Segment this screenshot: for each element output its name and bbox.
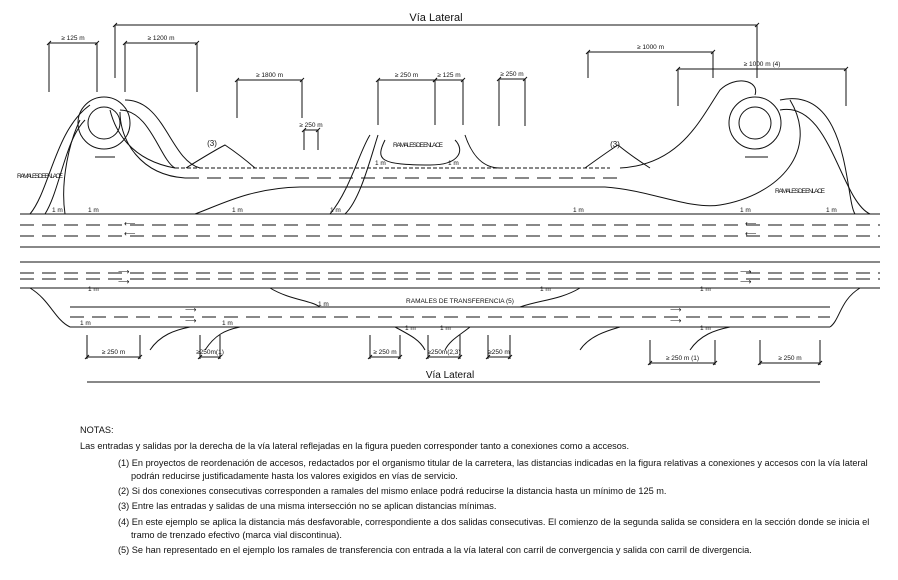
svg-text:⟶: ⟶ [740,267,752,276]
offset-label: 1 m [700,286,711,293]
bottom-dimension: ≥250m(2,3) [425,335,463,360]
offset-label: 1 m [330,207,341,214]
dimension-label: ≥ 250 m [299,122,322,129]
dimension-label: ≥250m(1) [196,349,224,356]
svg-text:⟶: ⟶ [185,316,197,325]
note-ref-3: (3) [610,140,620,149]
ramales-transferencia-label: RAMALES DE TRANSFERENCIA (5) [406,298,514,305]
dimension-label: ≥ 250 m [395,72,418,79]
dimension-label: ≥ 250 m [102,349,125,356]
top-dimension: ≥ 250 m [299,122,323,150]
dimension-label: ≥ 125 m [61,35,84,42]
bottom-dimension: ≥ 250 m (1) [647,340,718,366]
top-dimension: ≥ 1200 m [122,35,200,92]
offset-label: 1 m [52,207,63,214]
note-item: (3) Entre las entradas y salidas de una … [118,501,497,512]
dimension-label: ≥ 250 m (1) [666,355,699,362]
offset-label: 1 m [700,325,711,332]
notes-intro: Las entradas y salidas por la derecha de… [80,441,630,452]
bottom-dimensions: ≥ 250 m ≥250m(1) ≥ 250 m ≥250m(2,3) ≥250 m ≥ … [84,335,823,366]
note-ref-3: (3) [207,139,217,148]
offset-label: 1 m [222,320,233,327]
top-dimension: ≥ 125 m [46,35,100,92]
right-interchange [728,96,871,215]
road-layout-diagram: Vía Lateral ≥ 125 m ≥ 1200 m ≥ 1800 m ≥ 250… [17,12,880,383]
offset-label: 1 m [540,286,551,293]
top-dimension: ≥ 1000 m (4) [675,61,849,106]
offset-label: 1 m [826,207,837,214]
offset-label: 1 m [88,286,99,293]
offset-label: 1 m [448,160,459,167]
bottom-via-lateral-dimension: Vía Lateral [87,370,820,383]
dimension-label: ≥ 1800 m [256,72,283,79]
note-item: (5) Se han representado en el ejemplo lo… [118,545,752,556]
top-dimension: ≥ 250 m [496,71,528,126]
svg-text:⟶: ⟶ [185,305,197,314]
svg-text:⟵: ⟵ [745,229,757,238]
left-interchange [29,96,201,215]
offset-label: 1 m [232,207,243,214]
svg-text:⟶: ⟶ [670,305,682,314]
svg-text:⟵: ⟵ [124,229,136,238]
top-via-lateral-dimension: Vía Lateral [112,12,760,78]
offset-label: 1 m [440,325,451,332]
lower-lateral-road: ⟶ ⟶ ⟶ ⟶ RAMALES DE TRANSFERENCIA (5) [29,287,861,351]
ramales-enlace-label-left: RAMALES DE ENLACE [17,173,64,180]
top-dimension: ≥ 250 m [375,72,438,125]
dimension-label: ≥ 250 m [500,71,523,78]
offset-label: 1 m [80,320,91,327]
offset-label: 1 m [740,207,751,214]
svg-text:⟵: ⟵ [124,219,136,228]
dimension-label: ≥ 125 m [437,72,460,79]
main-carriageway: ⟵ ⟵ ⟵ ⟵ ⟶ ⟶ ⟶ ⟶ [20,213,880,289]
center-interchange [329,134,501,215]
dimension-label: ≥ 1000 m (4) [744,61,781,68]
bottom-via-lateral-label: Vía Lateral [426,370,474,381]
note-item: (4) En este ejemplo se aplica la distanc… [118,516,870,541]
svg-text:⟵: ⟵ [745,219,757,228]
top-dimension: ≥ 125 m [432,72,466,125]
top-via-lateral-label: Vía Lateral [409,12,462,24]
offset-label: 1 m [88,207,99,214]
bottom-dimension: ≥ 250 m [367,335,403,360]
ramales-enlace-label-right: RAMALES DE ENLACE [775,188,826,195]
dimension-label: ≥250 m [488,349,510,356]
svg-text:⟶: ⟶ [670,316,682,325]
svg-text:⟶: ⟶ [118,267,130,276]
ramales-enlace-label-center: RAMALES DE ENLACE [393,142,444,149]
bottom-dimension: ≥250m(1) [196,335,224,360]
upper-lateral-road: (3) (3) [109,80,801,215]
note-item: (2) Si dos conexiones consecutivas corre… [118,486,667,497]
notes-title: NOTAS: [80,425,114,435]
bottom-dimension: ≥250 m [485,335,513,360]
svg-text:⟶: ⟶ [740,277,752,286]
offset-label: 1 m [405,325,416,332]
offset-label: 1 m [318,301,329,308]
top-dimension: ≥ 1800 m [234,72,305,118]
note-item: (1) En proyectos de reordenación de acce… [118,457,868,481]
offset-labels: 1 m 1 m 1 m 1 m 1 m 1 m 1 m 1 m 1 m 1 m 1 m 1 m 1 m 1… [52,160,837,332]
dimension-label: ≥ 250 m [373,349,396,356]
top-dimension: ≥ 1000 m [585,44,716,78]
dimension-label: ≥ 1200 m [147,35,174,42]
dimension-label: ≥ 250 m [778,355,801,362]
dimension-label: ≥ 1000 m [637,44,664,51]
svg-text:⟶: ⟶ [118,277,130,286]
bottom-dimension: ≥ 250 m [84,335,143,360]
dimension-label: ≥250m(2,3) [427,349,460,356]
offset-label: 1 m [573,207,584,214]
bottom-dimension: ≥ 250 m [757,340,823,366]
offset-label: 1 m [375,160,386,167]
ramales-enlace-labels: RAMALES DE ENLACE RAMALES DE ENLACE RAMA… [17,142,826,195]
notes-section: NOTAS: Las entradas y salidas por la der… [80,424,880,560]
top-dimensions: ≥ 125 m ≥ 1200 m ≥ 1800 m ≥ 250 m ≥ 250 m ≥ 1… [46,35,849,150]
